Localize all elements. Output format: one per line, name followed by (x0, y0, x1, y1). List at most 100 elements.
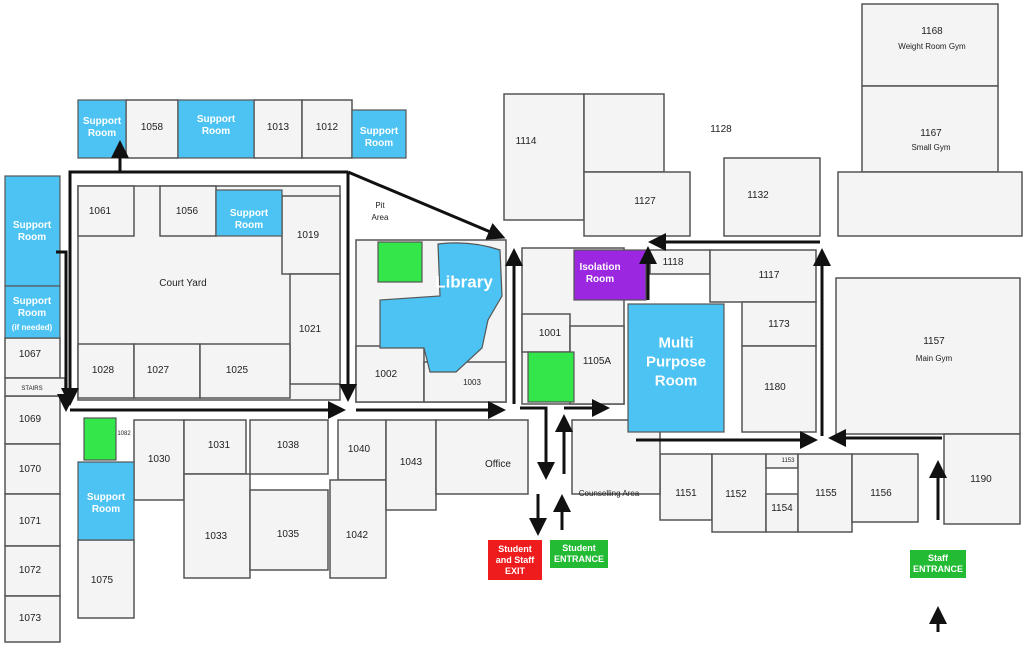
support-room-2-fill (177, 99, 255, 159)
room-1155-box (797, 453, 853, 533)
room-1157-label: 1157 (923, 336, 945, 347)
room-1031-box (183, 419, 247, 475)
room-1173-box (741, 301, 817, 347)
room-1072-label: 1072 (18, 565, 42, 576)
student-entrance-sign: Student ENTRANCE (550, 540, 608, 568)
room-1058-label: 1058 (140, 122, 164, 133)
room-1043-label: 1043 (399, 457, 423, 468)
room-1168-label: 1168 (921, 26, 943, 37)
room-1117-label: 1117 (758, 270, 780, 281)
room-1038-label: 1038 (276, 440, 300, 451)
room-1168-name: Weight Room Gym (898, 42, 966, 51)
room-1070-label: 1070 (18, 464, 42, 475)
room-1019-label: 1019 (296, 230, 320, 241)
support-room-top-mid-label: Support Room (196, 114, 236, 137)
room-1067-label: 1067 (18, 349, 42, 360)
room-1042-label: 1042 (345, 530, 369, 541)
room-1154-label: 1154 (771, 503, 793, 514)
support-room-top-right-label: Support Room (359, 126, 399, 149)
isolation-fill (573, 249, 647, 301)
room-1167-name: Small Gym (911, 143, 951, 152)
room-1003-label: 1003 (463, 378, 481, 387)
room-1073-label: 1073 (18, 613, 42, 624)
room-1156-box (851, 453, 919, 523)
support-room-south-label: Support Room (86, 492, 126, 515)
room-1040-box (337, 419, 387, 481)
room-1152-box (711, 453, 767, 533)
pit-area-label: Pit Area (371, 201, 389, 222)
room-1025-box (199, 343, 291, 399)
room-1025-label: 1025 (225, 365, 249, 376)
green-room-3-fill (83, 417, 117, 461)
room-1073-box (4, 595, 61, 643)
room-1028-box (77, 343, 135, 399)
isolation-room-label: Isolation Room (579, 262, 621, 285)
room-1035-box (249, 489, 329, 571)
stairs-label: STAIRS (21, 386, 43, 392)
support-room-6-fill (215, 189, 283, 237)
room-1067-box (4, 337, 61, 379)
room-1002-label: 1002 (374, 369, 398, 380)
room-1132-box (723, 157, 821, 237)
room-1056-label: 1056 (175, 206, 199, 217)
room-1001-label: 1001 (538, 328, 562, 339)
gym-annex-box (837, 171, 1023, 237)
staff-entrance-sign: Staff ENTRANCE (910, 550, 966, 578)
support-room-3-fill (351, 109, 407, 159)
support-room-left-if-label: Support Room (12, 296, 52, 319)
room-1030-label: 1030 (147, 454, 171, 465)
room-1027-label: 1027 (146, 365, 170, 376)
office-label: Office (485, 459, 511, 470)
student-staff-exit-sign: Student and Staff EXIT (488, 540, 542, 580)
room-1069-box (4, 395, 61, 445)
room-1157-name: Main Gym (915, 354, 953, 363)
support-room-7-fill (77, 461, 135, 541)
multi-purpose-fill (627, 303, 725, 433)
room-1114-box (503, 93, 585, 221)
multi-purpose-room-label: Multi Purpose Room (645, 334, 707, 390)
room-1151-label: 1151 (675, 488, 697, 499)
room-1168-box (861, 3, 999, 87)
room-1128-label: 1128 (710, 124, 732, 135)
room-1128-box (583, 93, 665, 173)
route-arrow (520, 406, 555, 480)
room-1012-box (301, 99, 353, 159)
room-1038-box (249, 419, 329, 475)
support-room-left-label: Support Room (12, 220, 52, 243)
office-box (435, 419, 529, 495)
room-1040-label: 1040 (347, 444, 371, 455)
room-1132-label: 1132 (747, 190, 769, 201)
room-1002-box (355, 345, 425, 403)
library-label: Library (435, 272, 493, 292)
room-1075-box (77, 539, 135, 619)
room-1021-label: 1021 (298, 324, 322, 335)
room-1056-box (159, 185, 217, 237)
room-1173-label: 1173 (768, 319, 790, 330)
room-1153-label: 1153 (781, 458, 795, 464)
room-1071-box (4, 493, 61, 547)
room-1117-box (709, 249, 817, 303)
room-1030-box (133, 419, 185, 501)
room-1155-label: 1155 (815, 488, 837, 499)
room-1114-label: 1114 (515, 136, 537, 147)
green-room-1-fill (377, 241, 423, 283)
route-arrow (61, 170, 348, 406)
room-1105A-label: 1105A (582, 356, 612, 367)
room-1118-label: 1118 (662, 257, 684, 268)
support-room-court-label: Support Room (229, 208, 269, 231)
room-1082-label: 1082 (117, 431, 131, 437)
green-room-2-fill (527, 351, 575, 403)
student-staff-exit-label: Student and Staff EXIT (495, 543, 535, 576)
room-1157-box (835, 277, 1021, 435)
room-1042-box (329, 479, 387, 579)
room-1061-box (77, 185, 135, 237)
route-arrow (347, 170, 506, 240)
counselling-area-label: Counselling Area (578, 489, 640, 498)
room-1013-label: 1013 (266, 122, 290, 133)
room-1167-label: 1167 (920, 128, 942, 139)
route-arrow (56, 250, 75, 412)
room-1180-box (741, 345, 817, 433)
court-yard-label: Court Yard (159, 278, 207, 289)
library-fill (379, 242, 503, 373)
